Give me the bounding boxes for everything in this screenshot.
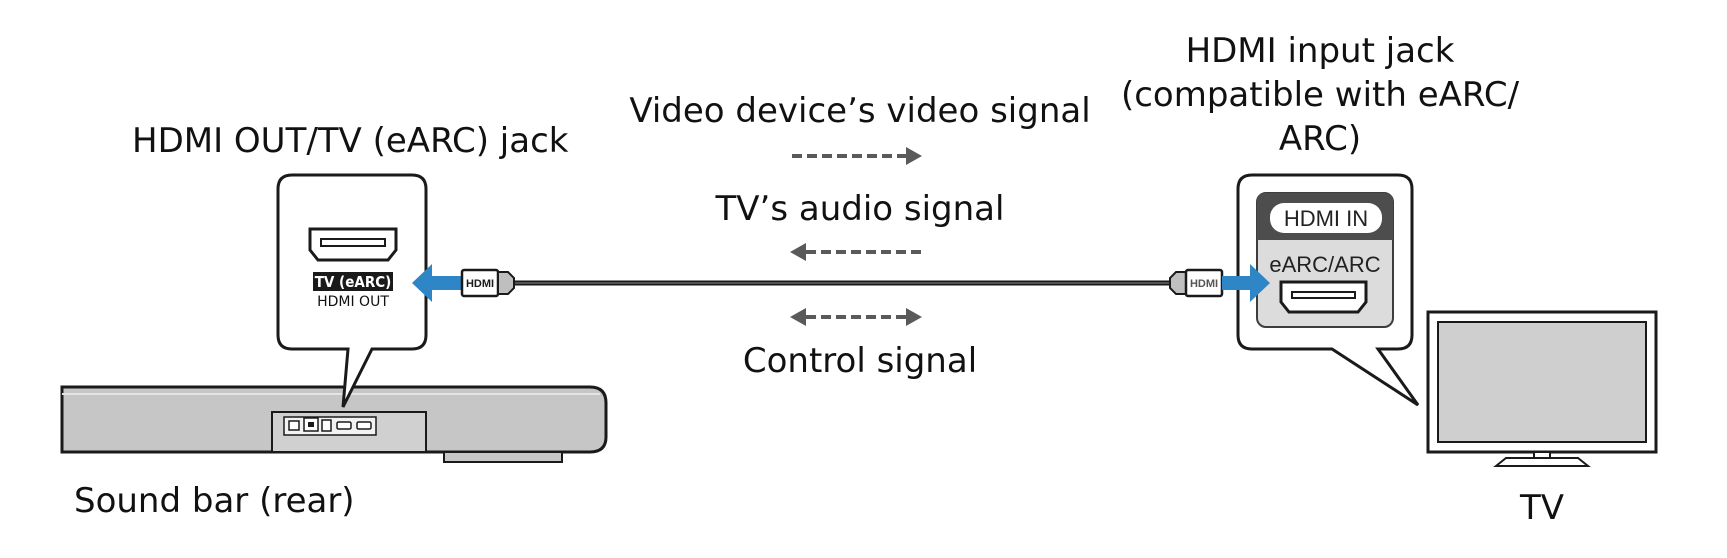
tv-earc-badge <box>313 272 393 291</box>
hdmi-out-port-label: HDMI OUT <box>317 294 389 310</box>
hdmi-input-jack-label-line3: ARC) <box>1278 119 1362 159</box>
soundbar-jack-callout <box>276 173 428 408</box>
hdmi-out-jack-label: HDMI OUT/TV (eARC) jack <box>132 121 569 161</box>
sound-bar-illustration <box>60 385 608 463</box>
tv-label: TV <box>1520 488 1565 528</box>
left-connect-arrow <box>412 264 462 302</box>
tv-audio-signal-arrow <box>790 243 922 261</box>
tv-illustration <box>1426 310 1658 467</box>
hdmi-input-jack-label-line2: (compatible with eARC/ <box>1120 75 1520 115</box>
right-connect-arrow <box>1222 264 1270 302</box>
video-signal-label: Video device’s video signal <box>629 91 1091 131</box>
hdmi-cable <box>412 264 1270 302</box>
left-plug-label: HDMI <box>466 278 494 290</box>
tv-audio-signal-label: TV’s audio signal <box>715 189 1005 229</box>
control-signal-label: Control signal <box>742 341 978 381</box>
tv-earc-badge-text: TV (eARC) <box>315 273 392 291</box>
sound-bar-label: Sound bar (rear) <box>74 481 355 521</box>
hdmi-input-jack-label-line1: HDMI input jack <box>1185 31 1455 71</box>
right-plug-label: HDMI <box>1190 278 1218 290</box>
control-signal-arrow <box>790 308 922 326</box>
hdmi-in-header-label: HDMI IN <box>1284 206 1368 231</box>
earc-arc-mode-label: eARC/ARC <box>1269 252 1380 277</box>
video-signal-arrow <box>792 147 922 165</box>
tv-jack-callout <box>1236 173 1420 407</box>
